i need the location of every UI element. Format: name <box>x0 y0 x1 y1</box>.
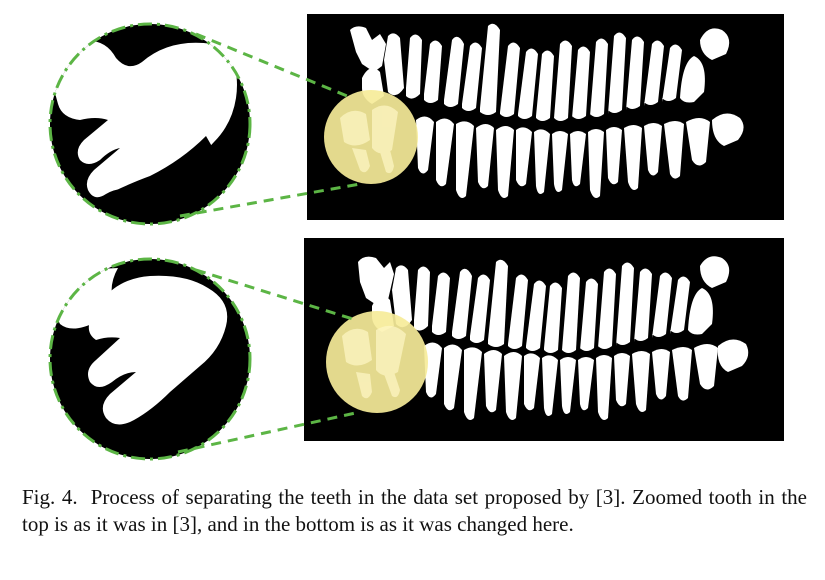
upper-teeth-bottom <box>358 256 730 353</box>
bottom-xray-panel <box>304 238 784 441</box>
upper-teeth-top <box>350 23 730 121</box>
zoom-circle-bottom <box>48 257 252 461</box>
lower-teeth-bottom <box>424 339 749 420</box>
caption-label: Fig. 4. <box>22 485 78 509</box>
lower-teeth-top <box>416 113 744 198</box>
figure-illustration <box>48 14 784 461</box>
highlight-circle-bottom <box>326 311 428 413</box>
zoom-circle-top <box>48 22 252 226</box>
zoom-guide-lines <box>177 32 361 454</box>
top-xray-panel <box>307 14 784 220</box>
caption-text: Process of separating the teeth in the d… <box>22 485 807 536</box>
highlight-circle-top <box>324 90 418 184</box>
figure-caption: Fig. 4. Process of separating the teeth … <box>22 484 807 538</box>
